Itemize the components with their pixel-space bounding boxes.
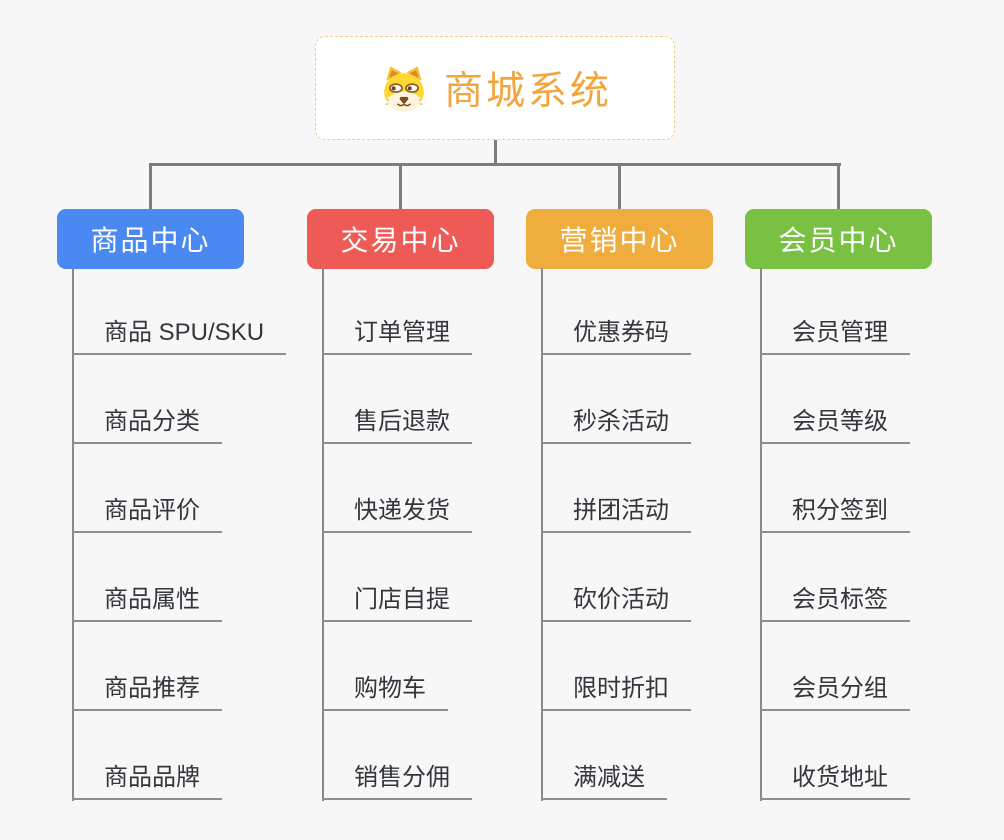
root-node[interactable]: 商城系统 bbox=[315, 36, 675, 140]
leaf-node[interactable]: 砍价活动 bbox=[541, 586, 691, 622]
connector-horizontal-bar bbox=[149, 163, 841, 166]
trunk-line-member bbox=[760, 268, 762, 801]
connector-root-stub bbox=[494, 140, 497, 166]
leaf-node[interactable]: 商品品牌 bbox=[72, 764, 222, 800]
leaf-node[interactable]: 商品推荐 bbox=[72, 675, 222, 711]
leaf-node[interactable]: 秒杀活动 bbox=[541, 408, 691, 444]
branch-node-product-center[interactable]: 商品中心 bbox=[57, 209, 244, 269]
leaf-node[interactable]: 商品分类 bbox=[72, 408, 222, 444]
trunk-line-marketing bbox=[541, 268, 543, 801]
leaf-node[interactable]: 优惠券码 bbox=[541, 319, 691, 355]
leaf-node[interactable]: 商品属性 bbox=[72, 586, 222, 622]
leaf-node[interactable]: 满减送 bbox=[541, 764, 667, 800]
dog-face-icon bbox=[384, 65, 424, 111]
leaf-node[interactable]: 拼团活动 bbox=[541, 497, 691, 533]
leaf-node[interactable]: 会员管理 bbox=[760, 319, 910, 355]
leaf-node[interactable]: 订单管理 bbox=[322, 319, 472, 355]
trunk-line-trade bbox=[322, 268, 324, 801]
connector-drop-trade bbox=[399, 163, 402, 210]
leaf-node[interactable]: 商品 SPU/SKU bbox=[72, 319, 287, 355]
leaf-node[interactable]: 限时折扣 bbox=[541, 675, 691, 711]
trunk-line-product bbox=[72, 268, 74, 801]
leaf-node[interactable]: 售后退款 bbox=[322, 408, 472, 444]
leaf-node[interactable]: 快递发货 bbox=[322, 497, 472, 533]
leaf-node[interactable]: 销售分佣 bbox=[322, 764, 472, 800]
leaf-node[interactable]: 会员等级 bbox=[760, 408, 910, 444]
connector-drop-member bbox=[837, 163, 840, 210]
branch-node-marketing-center[interactable]: 营销中心 bbox=[526, 209, 713, 269]
leaf-node[interactable]: 门店自提 bbox=[322, 586, 472, 622]
connector-drop-marketing bbox=[618, 163, 621, 210]
leaf-node[interactable]: 积分签到 bbox=[760, 497, 910, 533]
branch-node-trade-center[interactable]: 交易中心 bbox=[307, 209, 494, 269]
leaf-node[interactable]: 会员分组 bbox=[760, 675, 910, 711]
leaf-node[interactable]: 商品评价 bbox=[72, 497, 222, 533]
connector-drop-product bbox=[149, 163, 152, 210]
branch-node-member-center[interactable]: 会员中心 bbox=[745, 209, 932, 269]
leaf-node[interactable]: 购物车 bbox=[322, 675, 448, 711]
root-title: 商城系统 bbox=[443, 70, 612, 113]
leaf-node[interactable]: 会员标签 bbox=[760, 586, 910, 622]
leaf-node[interactable]: 收货地址 bbox=[760, 764, 910, 800]
